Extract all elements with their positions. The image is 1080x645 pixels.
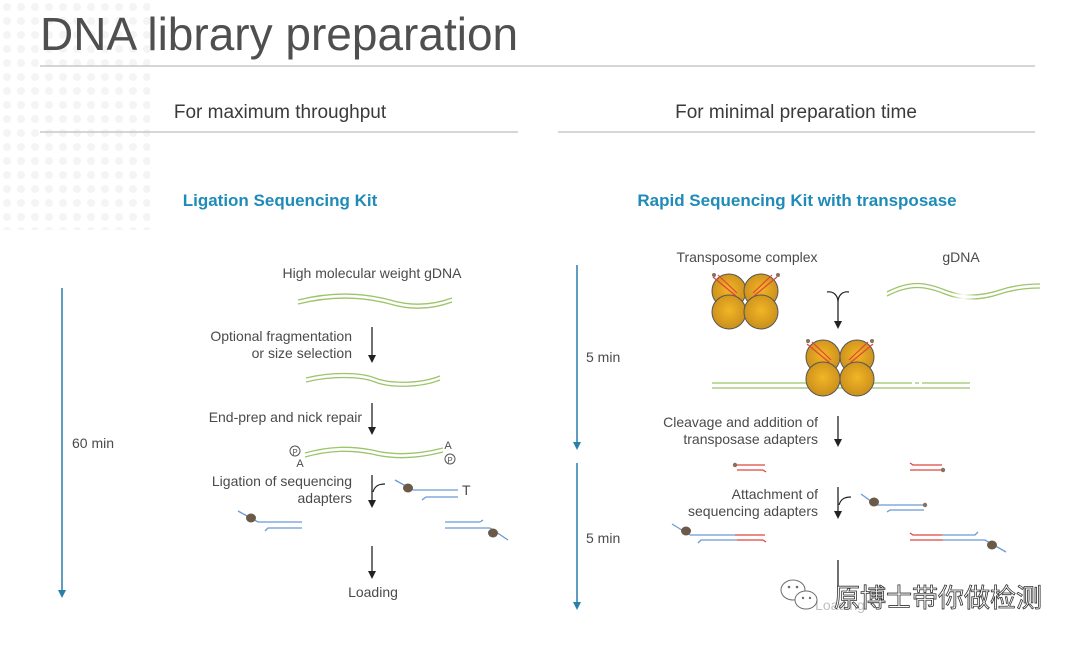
flow-arrow <box>368 546 376 579</box>
step-attachment-1: Attachment of <box>732 486 818 502</box>
a-tail-label: A <box>444 440 452 452</box>
step-cleavage-2: transposase adapters <box>683 431 818 447</box>
phosphate-label: P <box>292 448 297 457</box>
step-fragmentation-2: or size selection <box>252 345 352 361</box>
flow-arrow-merge <box>826 291 850 329</box>
adapted-library-strand <box>237 510 509 541</box>
step-hmw-gdna: High molecular weight gDNA <box>283 265 463 281</box>
flow-arrow <box>368 403 376 435</box>
tagmented-strand <box>732 462 946 473</box>
step-cleavage-1: Cleavage and addition of <box>663 414 818 430</box>
right-timeline-1 <box>573 265 581 450</box>
flow-arrow <box>834 416 842 447</box>
right-kit-title: Rapid Sequencing Kit with transposase <box>637 191 956 210</box>
endprep-strand <box>304 446 444 455</box>
right-header: For minimal preparation time <box>675 102 917 123</box>
step-loading-right: Loading <box>815 597 865 613</box>
fragment-strand <box>305 372 441 383</box>
gdna-strand <box>886 282 1041 296</box>
watermark-text: 原博士带你做检测 <box>834 584 1042 614</box>
motor-protein-icon <box>246 513 256 523</box>
left-header: For maximum throughput <box>174 102 387 123</box>
motor-protein-icon <box>488 528 498 538</box>
transposome-bound-icon <box>805 339 875 397</box>
motor-protein-icon <box>987 540 997 550</box>
transposome-complex-icon <box>711 273 780 330</box>
phosphate-icon <box>289 445 301 457</box>
sequencing-adapter <box>860 493 928 513</box>
motor-protein-icon <box>681 526 691 536</box>
right-timeline-2 <box>573 463 581 610</box>
left-kit-title: Ligation Sequencing Kit <box>183 191 378 210</box>
step-fragmentation-1: Optional fragmentation <box>210 328 352 344</box>
right-time-label-2: 5 min <box>586 530 620 546</box>
gdna-strand <box>297 297 453 309</box>
gdna-strand <box>886 286 1041 300</box>
flow-arrow-merge <box>368 475 386 508</box>
endprep-strand <box>304 450 444 459</box>
step-ligation-1: Ligation of sequencing <box>212 473 352 489</box>
left-timeline <box>58 288 66 598</box>
gdna-label: gDNA <box>942 249 980 265</box>
adapted-rapid-library-strand <box>671 523 1007 553</box>
step-attachment-2: sequencing adapters <box>688 503 818 519</box>
step-loading: Loading <box>348 584 398 600</box>
fragment-strand <box>305 376 441 387</box>
flow-arrow <box>368 327 376 363</box>
timeline-arrow-head <box>58 590 66 598</box>
background-dot-pattern <box>0 0 150 230</box>
transposome-label: Transposome complex <box>676 249 817 265</box>
motor-protein-icon <box>403 483 413 493</box>
step-ligation-2: adapters <box>298 490 352 506</box>
gdna-strand <box>297 293 453 305</box>
step-end-prep: End-prep and nick repair <box>209 409 363 425</box>
sequencing-adapter: T <box>394 479 471 501</box>
phosphate-label: P <box>447 456 452 465</box>
t-overhang-label: T <box>462 482 471 498</box>
wechat-icon <box>780 579 818 610</box>
phosphate-icon <box>444 453 456 465</box>
flow-arrow-merge <box>834 487 852 519</box>
a-tail-label: A <box>296 458 304 470</box>
left-time-label: 60 min <box>72 435 114 451</box>
motor-protein-icon <box>869 497 879 507</box>
page-title: DNA library preparation <box>40 8 518 60</box>
right-time-label-1: 5 min <box>586 349 620 365</box>
